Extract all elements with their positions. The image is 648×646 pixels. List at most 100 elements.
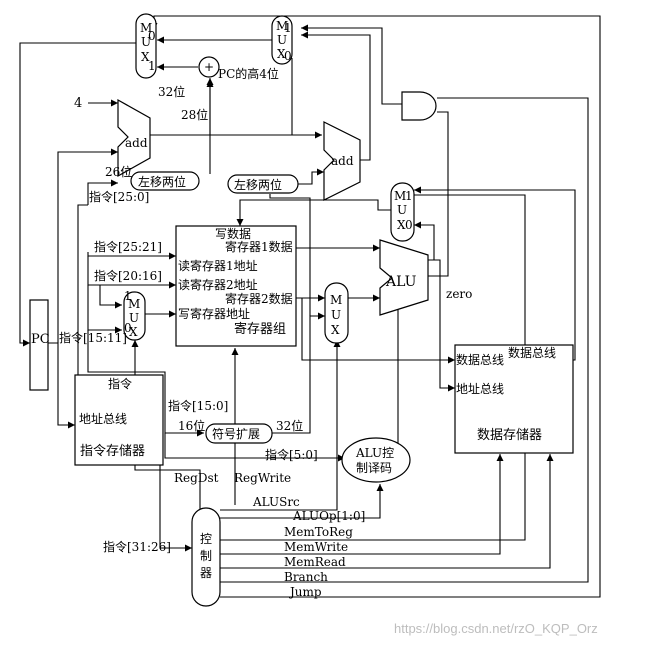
mux-letter-m: M bbox=[330, 293, 342, 307]
jump-label: Jump bbox=[288, 585, 322, 599]
wire-instr-5-0 bbox=[164, 433, 345, 462]
bits32-ext-label: 32位 bbox=[276, 418, 303, 433]
bits16-label: 16位 bbox=[178, 418, 205, 433]
memtoreg-label: MemToReg bbox=[284, 525, 353, 539]
mux-input-1: 1 bbox=[148, 59, 156, 73]
mux-letter-x: X bbox=[277, 47, 286, 61]
wire-instr-31-26 bbox=[159, 458, 192, 552]
reg1-data-label: 寄存器1数据 bbox=[225, 239, 293, 254]
wire-instr-25-0 bbox=[87, 179, 118, 205]
wire-dm-read bbox=[414, 186, 576, 361]
mux-letter-u: U bbox=[277, 33, 287, 47]
branch-adder bbox=[323, 121, 361, 201]
read-reg2-addr-label: 读寄存器2地址 bbox=[178, 277, 258, 292]
data-memory bbox=[454, 344, 574, 454]
wire-instr-bus bbox=[77, 204, 88, 375]
shift-left2-jump-label: 左移两位 bbox=[138, 174, 186, 189]
write-reg-addr-label: 写寄存器地址 bbox=[178, 306, 250, 321]
mux-letter-x: X bbox=[331, 323, 340, 337]
shift-left2-jump bbox=[130, 171, 200, 191]
pc-adder-label: add bbox=[125, 136, 148, 150]
wire-pc-to-add bbox=[57, 148, 118, 343]
write-data-label: 写数据 bbox=[215, 226, 251, 241]
constant-four: 4 bbox=[74, 96, 82, 111]
wire-alu-to-wb-mux bbox=[414, 221, 435, 260]
dm-addr-bus-label: 地址总线 bbox=[456, 382, 504, 396]
dm-data-bus-in-label: 数据总线 bbox=[456, 352, 504, 367]
memwrite-label: MemWrite bbox=[284, 540, 348, 554]
mux-input-0: 0 bbox=[124, 321, 132, 335]
mux-letter-m: M bbox=[394, 189, 406, 203]
control-label-2: 制 bbox=[200, 549, 212, 563]
control-unit bbox=[191, 507, 221, 607]
shift-left2-branch bbox=[227, 174, 299, 194]
wire-zero bbox=[428, 111, 449, 277]
wire-sign-ext-shift bbox=[269, 194, 311, 316]
mux-letter-u: U bbox=[129, 311, 139, 325]
mux-letter-m: M bbox=[276, 19, 288, 33]
wire-aluop bbox=[220, 484, 384, 519]
instr-5-0-label: 指令[5:0] bbox=[265, 447, 318, 462]
dm-data-bus-out-label: 数据总线 bbox=[508, 345, 556, 360]
zero-label: zero bbox=[446, 287, 472, 301]
wire-branch bbox=[220, 97, 589, 583]
branch-label: Branch bbox=[284, 570, 328, 584]
memread-label: MemRead bbox=[284, 555, 346, 569]
wire-wb bbox=[236, 199, 391, 226]
branch-and-gate bbox=[401, 91, 437, 121]
wire-rt-to-mux bbox=[99, 285, 122, 309]
mux-letter-u: U bbox=[397, 203, 407, 217]
alu-control bbox=[341, 437, 411, 483]
watermark: https://blog.csdn.net/rzO_KQP_Orz bbox=[394, 621, 598, 636]
alu-label: ALU bbox=[385, 274, 417, 290]
control-label-3: 器 bbox=[200, 566, 212, 580]
instr-31-26-label: 指令[31:26] bbox=[103, 539, 171, 554]
regwrite-label: RegWrite bbox=[234, 471, 291, 485]
instr-25-0-label: 指令[25:0] bbox=[89, 189, 149, 204]
bits32-top-label: 32位 bbox=[158, 84, 185, 99]
branch-adder-label: add bbox=[331, 154, 354, 168]
data-memory-label: 数据存储器 bbox=[477, 428, 542, 443]
instr-15-0-label: 指令[15:0] bbox=[168, 398, 228, 413]
wire-alu-result bbox=[428, 259, 455, 392]
im-addr-bus-label: 地址总线 bbox=[79, 412, 127, 426]
wire-pc-out bbox=[48, 342, 75, 429]
pc-mux-jump bbox=[135, 13, 157, 79]
mux-input-1: 1 bbox=[284, 21, 292, 35]
alusrc-label: ALUSrc bbox=[252, 495, 300, 509]
mux-letter-x: X bbox=[397, 218, 406, 232]
read-reg1-addr-label: 读寄存器1地址 bbox=[178, 258, 258, 273]
jump-concat-adder bbox=[198, 56, 220, 78]
instruction-memory bbox=[74, 374, 164, 466]
pc-label: PC bbox=[31, 332, 50, 347]
shift-left2-branch-label: 左移两位 bbox=[234, 177, 282, 192]
mux-input-0: 0 bbox=[148, 29, 156, 43]
wire-rd-to-mux bbox=[87, 285, 122, 334]
instr-header: 指令 bbox=[108, 376, 132, 391]
wire-instr-15-0 bbox=[87, 330, 204, 437]
mux-input-0: 0 bbox=[405, 218, 413, 232]
pc-mux-branch bbox=[271, 15, 293, 65]
instr-memory-label: 指令存储器 bbox=[80, 444, 145, 459]
wire-branch-target bbox=[301, 31, 371, 161]
plus-icon: + bbox=[204, 60, 214, 74]
bits28-label: 28位 bbox=[181, 107, 208, 122]
register-file-label: 寄存器组 bbox=[234, 321, 286, 337]
alu bbox=[379, 239, 429, 316]
instr-25-21-label: 指令[25:21] bbox=[94, 239, 162, 254]
instr-15-11-label: 指令[15:11] bbox=[59, 330, 127, 345]
pc-high4-label: PC的高4位 bbox=[218, 66, 279, 81]
bits26-label: 26位 bbox=[105, 164, 132, 179]
mux-letter-u: U bbox=[331, 308, 341, 322]
mux-input-1: 1 bbox=[124, 289, 132, 303]
mux-letter-u: U bbox=[141, 35, 151, 49]
mux-letter-m: M bbox=[140, 21, 152, 35]
mux-input-1: 1 bbox=[405, 189, 413, 203]
sign-extend-label: 符号扩展 bbox=[212, 426, 260, 441]
reg2-data-label: 寄存器2数据 bbox=[225, 291, 293, 306]
alu-ctrl-label-2: 制译码 bbox=[356, 461, 392, 475]
regdst-mux bbox=[123, 291, 146, 341]
wire-memwrite bbox=[220, 454, 504, 555]
instr-20-16-label: 指令[20:16] bbox=[94, 268, 162, 283]
mux-letter-x: X bbox=[141, 50, 150, 64]
